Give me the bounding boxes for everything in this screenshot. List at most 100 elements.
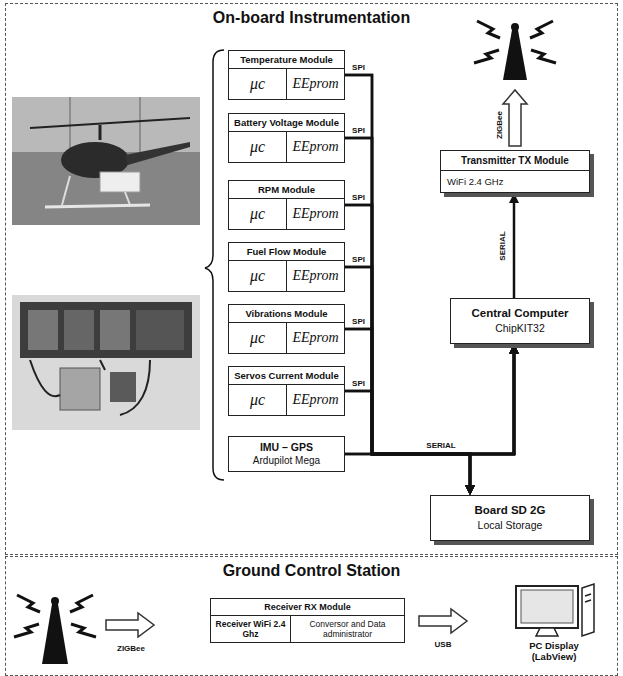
arrowhead <box>465 485 475 495</box>
bus-line <box>345 353 514 454</box>
arrowhead <box>509 193 519 203</box>
module-cells: μc EEprom <box>229 132 344 162</box>
cell: EEprom <box>286 199 344 229</box>
hollow-arrow <box>106 613 154 637</box>
microcontroller-label: μc <box>250 329 265 347</box>
microcontroller-label: μc <box>250 205 265 223</box>
module-cells: μc EEprom <box>229 261 344 291</box>
arrowhead <box>465 485 475 495</box>
module-title: Vibrations Module <box>229 305 344 323</box>
box-title: Board SD 2G <box>435 503 585 518</box>
rotor-mast <box>99 125 102 140</box>
bus-line <box>345 391 470 486</box>
connector-label: SERIAL <box>426 441 455 450</box>
antenna-mast <box>42 604 68 664</box>
module-cells: μc EEprom <box>229 323 344 353</box>
microcontroller-label: μc <box>250 75 265 93</box>
region-panel: Ground Control StationReceiver RX Module… <box>5 556 618 676</box>
monitor-icon <box>502 582 606 640</box>
connector <box>345 391 475 495</box>
monitor-screen <box>521 590 573 623</box>
memory-label: EEprom <box>292 139 338 155</box>
bus-line <box>345 454 470 486</box>
bus-line <box>345 75 514 454</box>
pc-tower <box>582 584 594 636</box>
receiver-box: Receiver RX ModuleReceiver WiFi 2.4 GhzC… <box>210 598 405 643</box>
cell: μc <box>229 199 286 229</box>
hollow-arrow <box>503 90 527 146</box>
signal-bolt <box>530 21 553 38</box>
cell: EEprom <box>286 323 344 353</box>
bus-line <box>513 202 516 298</box>
bus-line <box>345 205 470 486</box>
signal-label: ZIGBee <box>117 644 145 653</box>
bus-line <box>345 353 514 454</box>
arrowhead <box>509 344 519 354</box>
arrowhead <box>509 344 519 354</box>
signal-bolt <box>14 624 39 637</box>
board-part <box>136 310 184 350</box>
cell: μc <box>229 385 286 415</box>
module-title: Battery Voltage Module <box>229 114 344 132</box>
arrowhead <box>509 344 519 354</box>
arrowhead <box>509 344 519 354</box>
module-cells: μc EEprom <box>229 199 344 229</box>
storage-box: Board SD 2GLocal Storage <box>430 495 590 541</box>
sensor-module: Battery Voltage Module μc EEprom <box>228 113 345 163</box>
cell: EEprom <box>286 261 344 291</box>
cell: EEprom <box>286 132 344 162</box>
module-title: RPM Module <box>229 181 344 199</box>
cell: EEprom <box>286 385 344 415</box>
sensor-module: Temperature ModuleμcEEprom <box>228 50 345 100</box>
pc-display: PC Display (LabView) <box>495 582 613 662</box>
box-subtitle: Ardupilot Mega <box>231 454 342 467</box>
cell: EEprom <box>286 69 344 99</box>
cell: μc <box>229 323 286 353</box>
cell: μc <box>229 69 286 99</box>
receiver-cells: Receiver WiFi 2.4 GhzConversor and Data … <box>211 616 404 642</box>
box-title: IMU – GPS <box>231 441 342 454</box>
cabinet-edge <box>139 97 141 152</box>
connector-label: SPI <box>352 379 365 388</box>
sensor-module: Servos Current ModuleμcEEprom <box>228 366 345 416</box>
connector <box>345 329 475 495</box>
skid-strut <box>125 192 130 205</box>
connector <box>509 193 519 298</box>
arrowhead <box>465 485 475 495</box>
transmitter-box: Transmitter TX ModuleWiFi 2.4 GHz <box>440 150 590 193</box>
box-subtitle: WiFi 2.4 GHz <box>441 171 589 192</box>
antenna-tip <box>51 597 59 605</box>
memory-label: EEprom <box>292 392 338 408</box>
microcontroller-label: μc <box>250 391 265 409</box>
signal-bolt <box>71 624 96 637</box>
sensor-module: Fuel Flow ModuleμcEEprom <box>228 242 345 292</box>
payload-box <box>100 172 140 192</box>
connector-label: USB <box>435 640 452 649</box>
signal-bolt <box>477 21 500 38</box>
connector <box>345 454 475 495</box>
tail-boom <box>125 142 190 165</box>
sensor-module: Vibrations Module μc EEprom <box>228 304 345 354</box>
box-title: Transmitter TX Module <box>441 151 589 171</box>
microcontroller-label: μc <box>250 138 265 156</box>
microcontroller-label: μc <box>250 267 265 285</box>
antenna-icon <box>14 595 96 664</box>
cell: μc <box>229 132 286 162</box>
connector <box>345 205 475 495</box>
signal-bolt <box>17 595 40 612</box>
cell: μc <box>229 261 286 291</box>
wires <box>30 360 150 415</box>
arrowhead <box>465 485 475 495</box>
cell-text: Receiver WiFi 2.4 Ghz <box>211 616 291 642</box>
region-panel: On-board InstrumentationTemperature Modu… <box>5 3 618 555</box>
arrowhead <box>465 485 475 495</box>
signal-label: ZIGBee <box>495 111 504 139</box>
connector <box>419 609 467 633</box>
photo-ground <box>12 97 200 225</box>
memory-label: EEprom <box>292 330 338 346</box>
panel-title: On-board Instrumentation <box>6 4 617 27</box>
antenna-mast <box>503 30 527 80</box>
connector-label: SPI <box>352 317 365 326</box>
connector <box>345 75 475 495</box>
skid-strut <box>62 176 70 205</box>
